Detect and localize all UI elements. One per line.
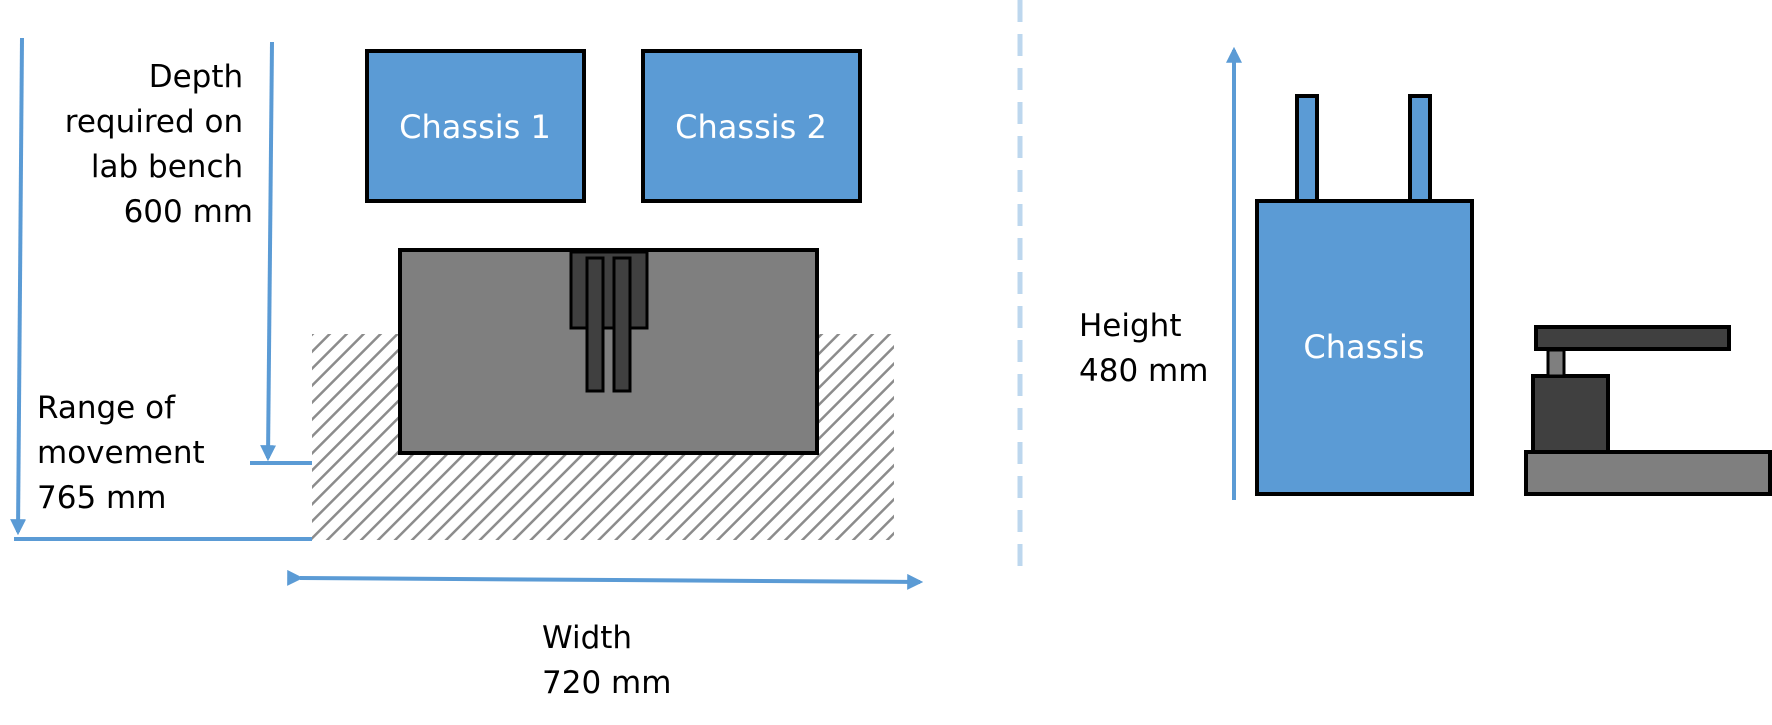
stage-side-stem [1546, 348, 1566, 378]
range-of-movement-label: Range of movement 765 mm [37, 390, 215, 516]
depth-label: Depth required on lab bench 600 mm [65, 59, 253, 230]
chassis-label: Chassis [1303, 328, 1424, 366]
chassis-side-view: Chassis [1255, 94, 1474, 496]
chassis-2-box: Chassis 2 [641, 49, 862, 203]
stage-side-view [1524, 325, 1772, 496]
chassis-body [1255, 199, 1474, 496]
stage-top-view [398, 248, 819, 455]
width-label: Width 720 mm [542, 620, 671, 701]
stage-side-base [1524, 450, 1772, 496]
stage-prong-right [612, 256, 632, 393]
side-view: Height 480 mm Chassis [1079, 46, 1772, 500]
height-label: Height 480 mm [1079, 308, 1208, 389]
stage-side-arm [1534, 325, 1731, 351]
chassis-1-label: Chassis 1 [399, 108, 551, 146]
top-view: Chassis 1 Chassis 2 Depth required on la… [10, 37, 924, 701]
chassis-1-box: Chassis 1 [365, 49, 586, 203]
width-arrow [287, 569, 924, 590]
depth-arrow [260, 41, 277, 462]
stage-prong-left [585, 256, 605, 393]
range-arrow [10, 37, 27, 536]
chassis-post-left [1295, 94, 1319, 203]
chassis-2-label: Chassis 2 [675, 108, 827, 146]
stage-mount [569, 250, 649, 330]
stage-side-column [1531, 374, 1610, 454]
chassis-post-right [1408, 94, 1432, 203]
